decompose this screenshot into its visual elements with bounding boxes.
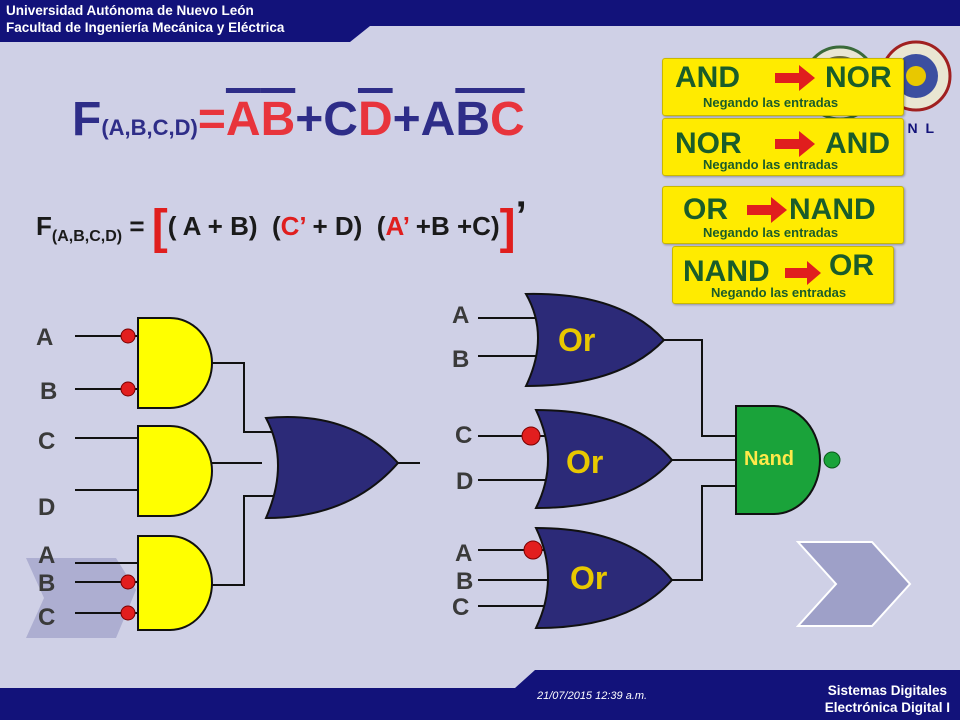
formula2-p3a: A’ [385, 211, 409, 241]
and-gate-3 [137, 535, 213, 631]
nand-gate [735, 405, 821, 515]
formula-term2b: D [357, 93, 393, 146]
rule-to: OR [829, 249, 874, 282]
rule-from: NOR [675, 127, 742, 160]
red-arrow-icon [775, 65, 815, 91]
header-title: Universidad Autónoma de Nuevo León Facul… [6, 2, 284, 36]
left-input-c2: C [38, 604, 56, 631]
formula2-p2open: ( [271, 211, 281, 241]
formula-term1b: B [260, 93, 296, 146]
footer-course: Sistemas Digitales Electrónica Digital I [825, 682, 950, 716]
footer-bar [0, 670, 960, 720]
rule-nor-to-and: NOR AND Negando las entradas [662, 118, 904, 176]
rule-note: Negando las entradas [711, 285, 847, 300]
rule-from: AND [675, 61, 740, 94]
rule-note: Negando las entradas [703, 225, 839, 240]
formula2-rbracket: ] [499, 201, 516, 254]
rule-note: Negando las entradas [703, 157, 839, 172]
formula-sub: (A,B,C,D) [101, 115, 198, 140]
left-input-c: C [38, 428, 56, 455]
formula2-p3open: ( [376, 211, 386, 241]
right-circuit [478, 292, 841, 630]
formula-f: F [72, 93, 102, 146]
boolean-formula: F(A,B,C,D)=AB+CD+ABC [72, 92, 525, 147]
formula-term3c: C [490, 93, 525, 146]
back-chevron-shape [26, 558, 136, 638]
formula2-p3rest: +B +C) [408, 211, 500, 241]
footer-line2: Electrónica Digital I [824, 700, 950, 715]
left-circuit [26, 317, 420, 638]
inversion-bubble [120, 574, 136, 590]
formula-plus2: + [392, 93, 421, 146]
right-input-b2: B [456, 568, 474, 595]
university-name: Universidad Autónoma de Nuevo León [6, 3, 254, 18]
formula2-sub: (A,B,C,D) [51, 228, 123, 245]
formula2-p1: ( A + B) [167, 211, 258, 241]
or-gate-mid-label: Or [566, 444, 604, 480]
rule-note: Negando las entradas [703, 95, 839, 110]
formula-term2a: C [323, 93, 358, 146]
left-input-b: B [40, 378, 58, 405]
or-gate-left [264, 415, 400, 520]
left-input-b2: B [38, 570, 56, 597]
right-input-b: B [452, 346, 470, 373]
faculty-name: Facultad de Ingeniería Mecánica y Eléctr… [6, 20, 285, 35]
or-gate-bot [534, 526, 674, 630]
formula2-lbracket: [ [151, 201, 168, 254]
rule-or-to-nand: OR NAND Negando las entradas [662, 186, 904, 244]
rule-and-to-nor: AND NOR Negando las entradas [662, 58, 904, 116]
footer-date: 21/07/2015 12:39 a.m. [537, 690, 648, 702]
or-gate-mid [534, 408, 674, 510]
formula2-p2rest: + D) [305, 211, 363, 241]
transformed-formula: F(A,B,C,D) = [( A + B) (C’ + D) (A’ +B +… [36, 194, 527, 255]
and-gate-1 [137, 317, 213, 409]
nand-gate-label: Nand [744, 448, 794, 470]
inversion-bubble [120, 328, 136, 344]
inversion-bubble [523, 540, 543, 560]
and-gate-2 [137, 425, 213, 517]
or-gate-top-label: Or [558, 322, 596, 358]
formula-term3b: B [455, 93, 490, 146]
inversion-bubble [120, 381, 136, 397]
rule-from: OR [683, 193, 728, 226]
left-input-a: A [36, 324, 54, 351]
formula2-f: F [36, 211, 52, 241]
rule-to: NAND [789, 193, 876, 226]
formula-term1a: A [225, 93, 261, 146]
next-slide-button[interactable] [796, 540, 916, 630]
red-arrow-icon [785, 261, 821, 285]
left-input-a2: A [38, 542, 56, 569]
right-input-c2: C [452, 594, 470, 621]
rule-to: NOR [825, 61, 892, 94]
left-input-d: D [38, 494, 56, 521]
formula2-prime: ’ [515, 194, 527, 238]
rule-nand-to-or: NAND OR Negando las entradas [672, 246, 894, 304]
formula-plus1: + [295, 93, 324, 146]
right-input-d: D [456, 468, 474, 495]
red-arrow-icon [747, 197, 787, 223]
right-input-c: C [455, 422, 473, 449]
formula2-p2c: C’ [280, 211, 306, 241]
rule-to: AND [825, 127, 890, 160]
nand-output-bubble [823, 451, 841, 469]
right-input-a2: A [455, 540, 473, 567]
formula-term3a: A [420, 93, 456, 146]
rule-from: NAND [683, 255, 770, 288]
formula2-eq: = [122, 211, 152, 241]
red-arrow-icon [775, 131, 815, 157]
or-gate-bot-label: Or [570, 560, 608, 596]
or-gate-top [524, 292, 666, 388]
inversion-bubble [120, 605, 136, 621]
header-bar [0, 0, 960, 42]
footer-line1: Sistemas Digitales [827, 683, 947, 698]
inversion-bubble [521, 426, 541, 446]
formula-eq: = [197, 93, 226, 146]
right-input-a: A [452, 302, 470, 329]
